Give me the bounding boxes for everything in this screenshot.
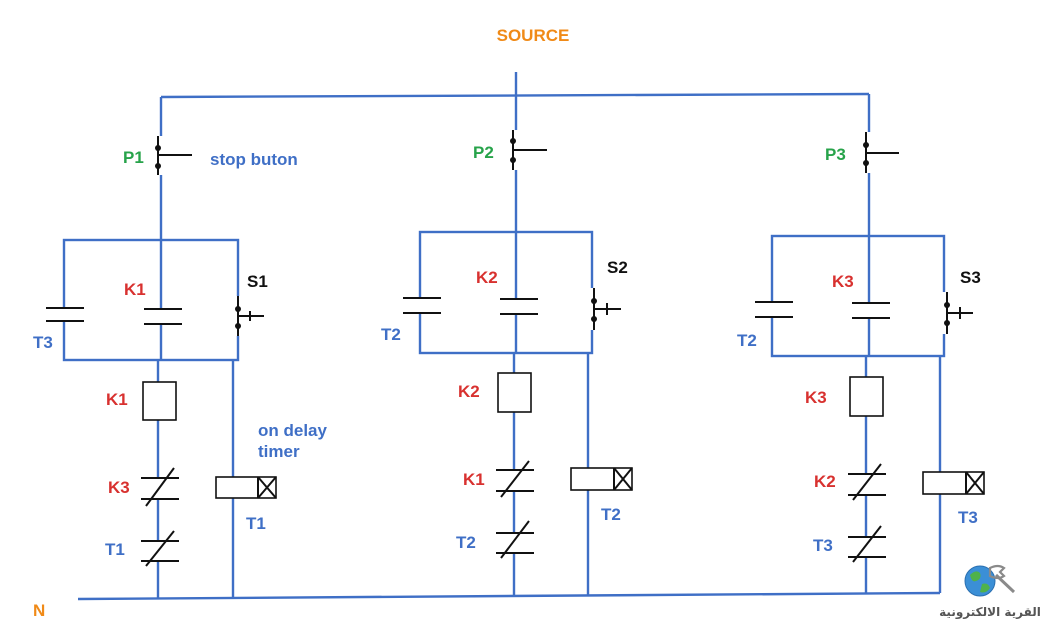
k2-nc-contact (848, 463, 886, 501)
timer-note-line2: timer (258, 442, 300, 461)
k1-nc-contact (496, 460, 534, 498)
t2-nc-label: T2 (456, 533, 476, 552)
k2-coil (497, 372, 532, 413)
t2-nc-contact (496, 520, 534, 559)
branch-2 (402, 130, 633, 595)
k2-contact (499, 232, 539, 353)
k2-contact-label: K2 (476, 268, 498, 287)
k1-contact-label: K1 (124, 280, 146, 299)
t2-timer-label: T2 (601, 505, 621, 524)
k3-nc-label: K3 (108, 478, 130, 497)
p3-label: P3 (825, 145, 846, 164)
logo-text: القرية الالكترونية (939, 605, 1041, 620)
p1-label: P1 (123, 148, 144, 167)
t1-timer-label: T1 (246, 514, 266, 533)
t1-nc-label: T1 (105, 540, 125, 559)
k3-coil (849, 376, 884, 417)
k1-nc-label: K1 (463, 470, 485, 489)
k3-nc-contact (141, 467, 179, 507)
t2-contact-branch3 (754, 301, 794, 318)
t1-timer-coil (215, 476, 277, 499)
p1-stop-button (155, 136, 192, 175)
s1-label: S1 (247, 272, 268, 291)
s3-button (937, 292, 973, 334)
p3-button (863, 132, 899, 173)
globe-wrench-icon (964, 564, 1016, 597)
neutral-bus (77, 591, 941, 601)
t1-nc-contact (141, 530, 179, 567)
s3-label: S3 (960, 268, 981, 287)
p2-button (510, 130, 547, 170)
k2-nc-label: K2 (814, 472, 836, 491)
timer-note-line1: on delay (258, 421, 328, 440)
t2-timer-coil (570, 467, 633, 491)
supply-wires (159, 72, 871, 136)
k3-coil-label: K3 (805, 388, 827, 407)
branch-1 (44, 136, 277, 599)
s2-label: S2 (607, 258, 628, 277)
k2-coil-label: K2 (458, 382, 480, 401)
t3-contact-label: T3 (33, 333, 53, 352)
t3-contact (44, 307, 86, 322)
neutral-label: N (33, 601, 45, 620)
t3-nc-label: T3 (813, 536, 833, 555)
source-label: SOURCE (497, 26, 570, 45)
t2-contact-label-branch3: T2 (737, 331, 757, 350)
stop-button-note: stop buton (210, 150, 298, 169)
branch-3 (754, 132, 985, 593)
t3-nc-contact (848, 525, 886, 563)
s1-start-button (228, 296, 264, 336)
s2-button (584, 288, 621, 330)
k1-coil (142, 381, 177, 421)
t3-timer-coil (922, 471, 985, 495)
k3-contact (851, 236, 891, 356)
t2-contact-label: T2 (381, 325, 401, 344)
k1-contact (143, 240, 183, 360)
k1-coil-label: K1 (106, 390, 128, 409)
p2-label: P2 (473, 143, 494, 162)
k3-contact-label: K3 (832, 272, 854, 291)
t3-timer-label: T3 (958, 508, 978, 527)
t2-contact (402, 297, 442, 314)
